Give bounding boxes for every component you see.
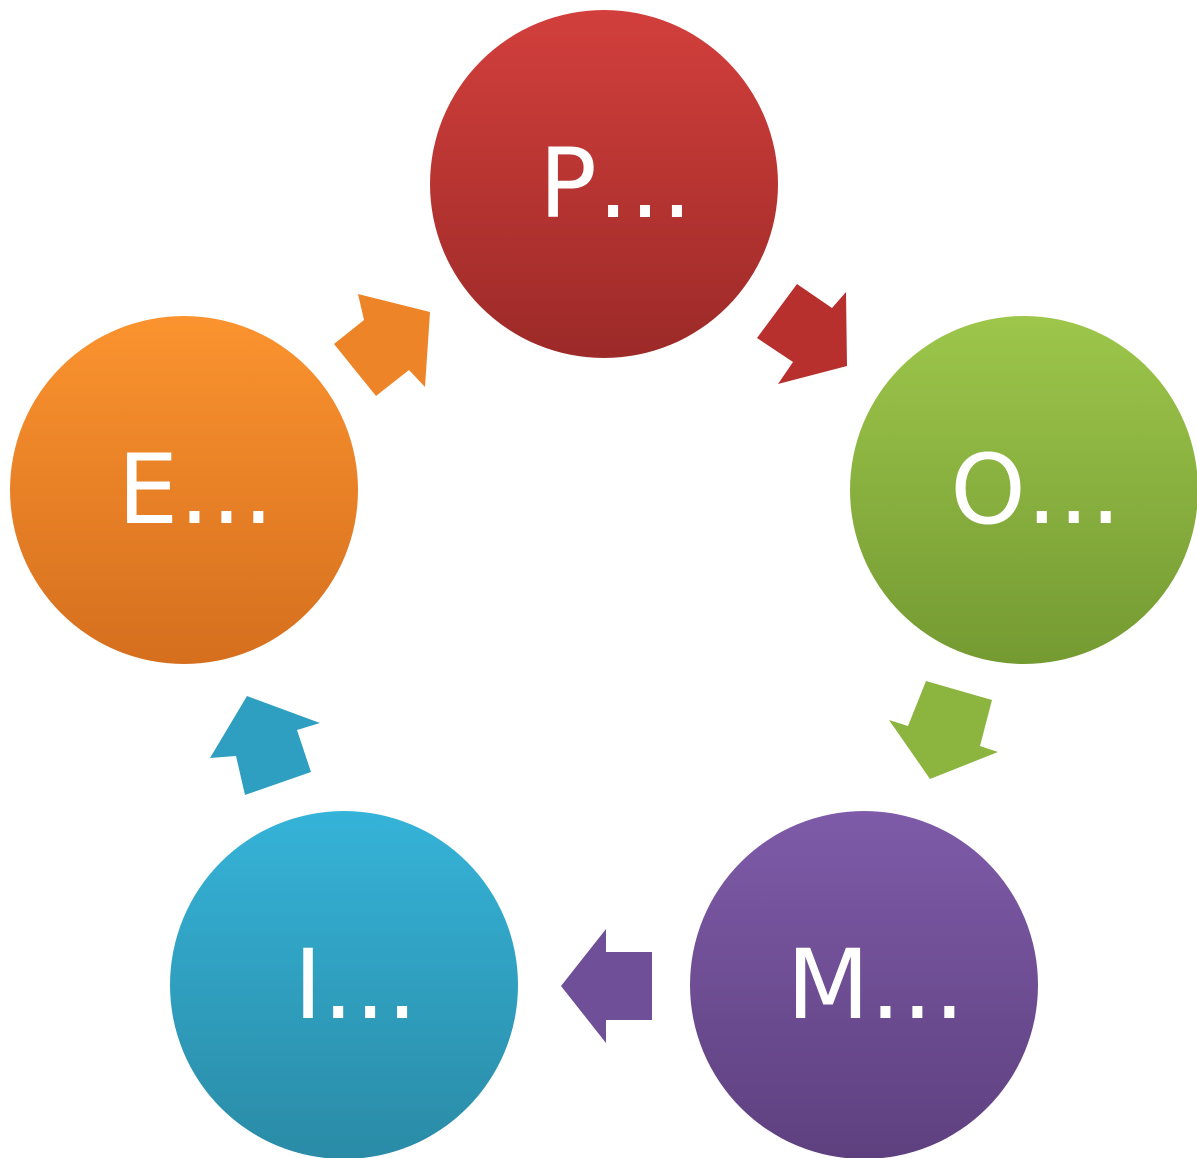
node-o-label: O…: [950, 434, 1122, 546]
node-p-circle: [430, 10, 778, 358]
arrow-o-to-m: [889, 681, 998, 779]
node-m-label: M…: [787, 929, 966, 1041]
node-e-circle: [10, 316, 358, 664]
arrow-m-to-i: [561, 929, 652, 1043]
node-m: M…: [690, 811, 1038, 1158]
arrow-e-to-p: [334, 294, 430, 396]
node-e-label: E…: [118, 434, 275, 546]
node-p: P…: [430, 10, 778, 358]
node-o: O…: [850, 316, 1197, 664]
node-i-circle: [170, 811, 518, 1158]
node-o-circle: [850, 316, 1197, 664]
node-i-label: I…: [294, 929, 418, 1041]
node-m-circle: [690, 811, 1038, 1158]
node-i: I…: [170, 811, 518, 1158]
node-p-label: P…: [539, 128, 693, 240]
arrow-i-to-e: [210, 696, 320, 795]
arrow-p-to-o: [757, 284, 847, 384]
node-e: E…: [10, 316, 358, 664]
